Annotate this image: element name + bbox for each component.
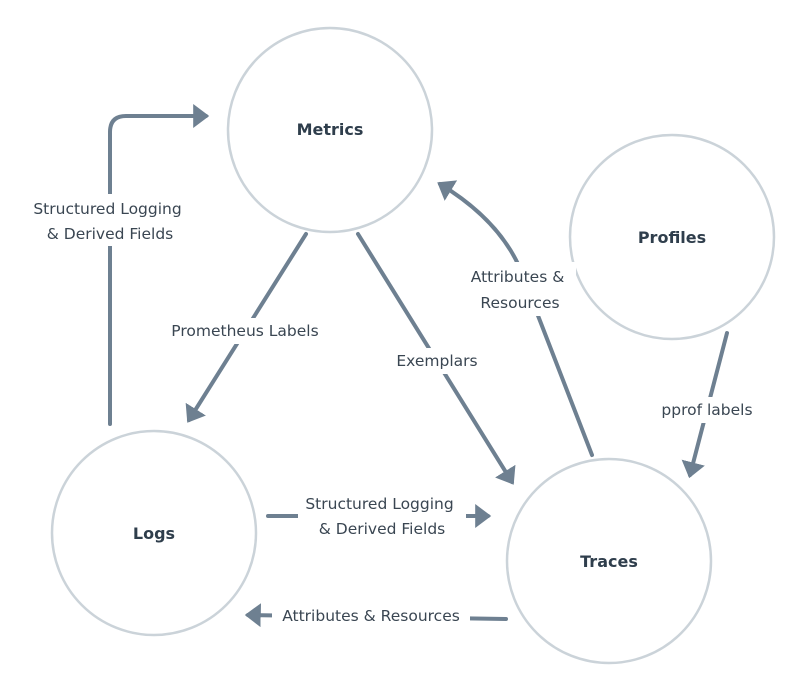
traces-to-metrics-label-line-2: Resources	[480, 294, 559, 312]
traces-to-metrics-label-line-1: Attributes &	[471, 268, 565, 286]
logs-to-metrics-arrow	[108, 104, 210, 426]
logs-label: Logs	[133, 524, 175, 543]
metrics-to-logs-label: Prometheus Labels	[171, 322, 318, 340]
profiles-circle	[568, 133, 776, 341]
traces-node: Traces	[505, 457, 713, 665]
profiles-node: Profiles	[568, 133, 776, 341]
metrics-to-traces-label-bg	[388, 348, 486, 374]
metrics-to-logs-label-bg	[160, 318, 330, 344]
logs-to-traces-label: Structured Logging & Derived Fields	[305, 495, 458, 538]
traces-to-metrics-arrow	[437, 180, 594, 457]
traces-circle	[505, 457, 713, 665]
logs-to-metrics-label-line-2: & Derived Fields	[47, 225, 174, 243]
logs-to-metrics-label-line-1: Structured Logging	[33, 200, 181, 218]
metrics-label: Metrics	[297, 120, 364, 139]
profiles-to-traces-label-bg	[654, 397, 764, 423]
traces-to-metrics-label-bg	[464, 262, 576, 316]
logs-to-traces-label-line-1: Structured Logging	[305, 495, 453, 513]
traces-to-metrics-label: Attributes & Resources	[471, 268, 569, 312]
logs-circle	[50, 429, 258, 637]
logs-to-traces-label-bg	[298, 490, 466, 540]
traces-to-logs-label: Attributes & Resources	[282, 607, 460, 625]
metrics-circle	[226, 26, 434, 234]
traces-label: Traces	[580, 552, 638, 571]
metrics-node: Metrics	[226, 26, 434, 234]
logs-to-metrics-label: Structured Logging & Derived Fields	[33, 200, 186, 243]
logs-node: Logs	[50, 429, 258, 637]
profiles-to-traces-label: pprof labels	[661, 401, 752, 419]
metrics-to-traces-label: Exemplars	[396, 352, 477, 370]
profiles-label: Profiles	[638, 228, 706, 247]
logs-to-traces-label-line-2: & Derived Fields	[319, 520, 446, 538]
logs-to-metrics-label-bg	[26, 194, 194, 246]
traces-to-logs-label-bg	[272, 604, 470, 628]
